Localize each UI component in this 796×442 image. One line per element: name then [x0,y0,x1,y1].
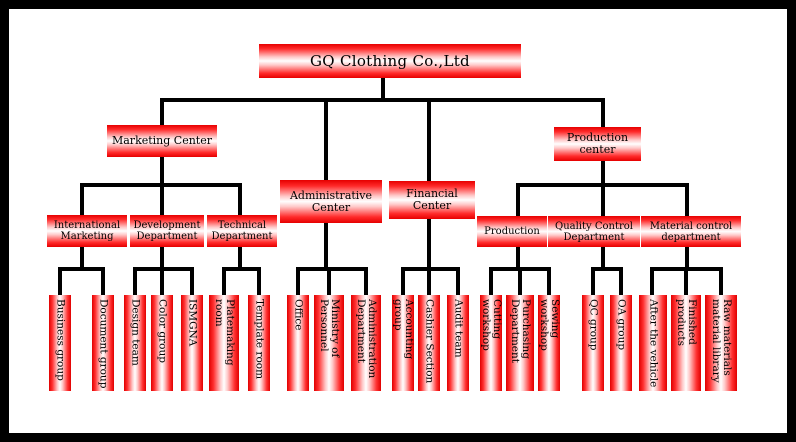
leaf-sewing-workshop: Sewing workshop [538,295,561,391]
administrative-center-node: Administrative Center [280,180,382,223]
leaf-label: After the vehicle [647,299,660,388]
leaf-label: Accounting group [392,299,415,360]
leaf-label: Purchasing Department [509,299,532,364]
quality-control-department-node: Quality Control Department [548,216,640,247]
leaf-label: Cashier Section [423,299,436,384]
leaf-label: Platemaking room [213,299,236,366]
leaf-label: Design team [129,299,142,366]
leaf-label: Raw materials material library [710,299,733,383]
leaf-ismgna: ISMGNA [181,295,203,391]
development-department-node: Development Department [130,215,204,247]
leaf-label: Administration Department [355,299,378,379]
leaf-platemaking-room: Platemaking room [209,295,239,391]
leaf-raw-materials-library: Raw materials material library [705,295,737,391]
leaf-label: Cutting workshop [480,299,503,351]
leaf-cashier-section: Cashier Section [418,295,440,391]
leaf-label: Color group [156,299,169,363]
material-control-department-node: Material control department [641,216,741,247]
production-center-node: Production center [554,127,641,161]
financial-center-node: Financial Center [389,181,475,219]
leaf-label: Document group [97,299,110,389]
leaf-label: Finished products [675,299,698,347]
technical-department-node: Technical Department [207,215,277,247]
production-node: Production [477,216,547,247]
leaf-label: Template room [253,299,266,380]
leaf-label: QC group [587,299,600,351]
leaf-audit-team: Audit team [447,295,469,391]
leaf-label: OA group [615,299,628,351]
leaf-business-group: Business group [49,295,71,391]
connector-lines [58,76,723,297]
leaf-after-the-vehicle: After the vehicle [639,295,667,391]
leaf-label: Office [292,299,305,331]
marketing-center-node: Marketing Center [107,125,217,157]
leaf-finished-products: Finished products [671,295,701,391]
leaf-label: Ministry of Personnel [318,299,341,358]
org-chart: GQ Clothing Co.,Ltd Marketing Center Adm… [9,9,787,433]
leaf-label: ISMGNA [186,299,199,347]
leaf-office: Office [287,295,309,391]
leaf-template-room: Template room [248,295,270,391]
leaf-label: Business group [54,299,67,381]
root-node: GQ Clothing Co.,Ltd [259,44,521,78]
leaf-purchasing-department: Purchasing Department [506,295,534,391]
leaf-accounting-group: Accounting group [392,295,415,391]
leaf-document-group: Document group [92,295,114,391]
leaf-cutting-workshop: Cutting workshop [480,295,503,391]
leaf-oa-group: OA group [610,295,632,391]
leaf-ministry-of-personnel: Ministry of Personnel [314,295,344,391]
leaf-color-group: Color group [151,295,173,391]
leaf-label: Sewing workshop [538,299,561,351]
international-marketing-node: International Marketing [47,215,127,247]
leaf-qc-group: QC group [582,295,604,391]
leaf-design-team: Design team [124,295,146,391]
leaf-administration-department: Administration Department [351,295,381,391]
leaf-label: Audit team [452,299,465,358]
